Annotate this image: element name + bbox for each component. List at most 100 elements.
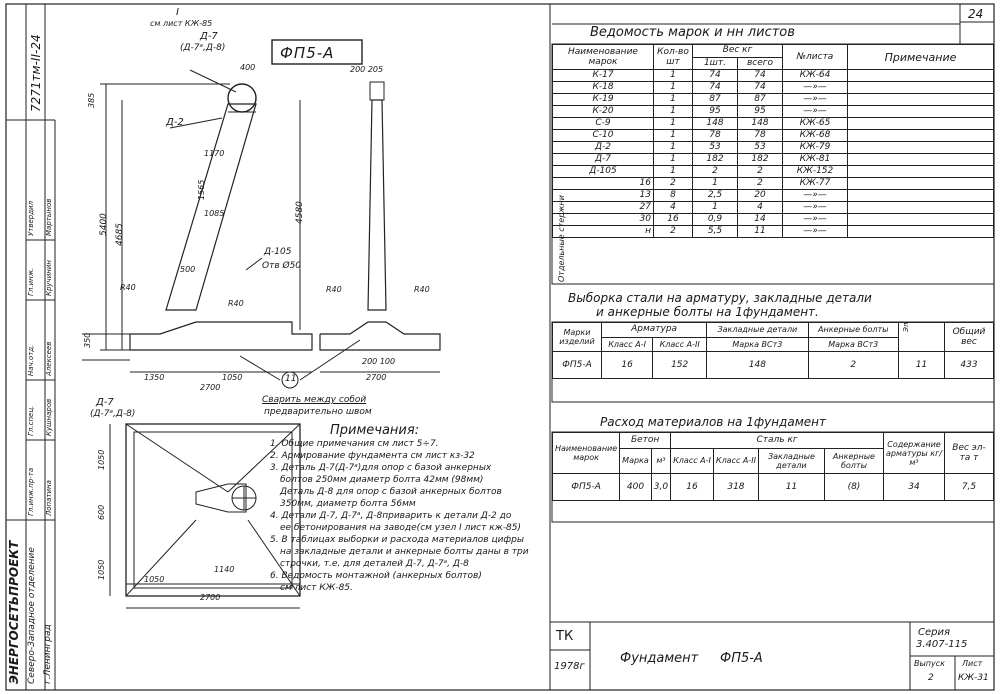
cell: 2 [807,351,899,379]
col-header-weight: Вес кг [692,44,783,58]
stamp-name: Мартынов [45,198,53,236]
note-line: 5. В таблицах выборки и расхода материал… [270,535,524,545]
col-header-anchor: Анкерные болты [807,322,899,338]
cell: КЖ-152 [782,165,848,178]
note-line: 350мм, диаметр болта 56мм [280,499,416,509]
cell: 11 [737,225,783,238]
cell: 1 [653,81,693,94]
cell: К-17 [552,69,654,82]
cell: С-9 [552,117,654,130]
cell: —»— [782,225,848,238]
title-block-series-label: Серия [918,627,950,638]
col-header-sheet: №листа [782,44,848,70]
col-header-total: всего [737,56,783,70]
cell: 16 [600,351,654,379]
cell: ФП5-А [551,473,621,501]
stamp-name: Кручинин [45,260,53,296]
cell: н [552,225,654,238]
dim-r40-section-l: R40 [326,285,342,294]
cell: 4 [737,201,783,214]
notes-list: 1. Общие примечания см лист 5÷7. 2. Арми… [270,440,548,596]
sub-header: Марка [619,447,652,475]
cell: 4 [653,201,693,214]
cell: К-18 [552,81,654,94]
dim-r40-section-r: R40 [414,285,430,294]
ref-roman: I [176,7,179,18]
dim-2700: 2700 [200,383,221,392]
note-line: 3. Деталь Д-7(Д-7ᵃ)для опор с базой анке… [270,463,492,473]
cell: Д-105 [552,165,654,178]
stamp-city: г.Ленинград [43,624,53,684]
stamp-role: Гл.инж. [27,267,35,296]
col-header-concrete: Бетон [619,432,672,449]
cell [847,189,994,202]
cell: 16 [653,213,693,226]
note-line: болтов 250мм диаметр болта 42мм (98мм) [280,475,484,485]
cell: КЖ-65 [782,117,848,130]
cell: —»— [782,189,848,202]
title-block-series: 3.407-115 [916,639,968,650]
detail-d7-label: Д-7 [200,31,218,42]
stamp-name: Алексеев [45,341,53,376]
dim-r40-left: R40 [120,283,136,292]
cell: КЖ-79 [782,141,848,154]
cell: 16 [670,473,714,501]
cell: 148 [706,351,809,379]
cell: 2 [653,225,693,238]
cell: 74 [737,69,783,82]
dim-1170: 1170 [204,149,225,158]
title-block-code: ТК [556,629,574,644]
dim-400: 400 [240,63,256,72]
sub-header: Класс А-I [600,336,654,352]
col-header-mark: Марки изделий [552,322,602,352]
cell: 1 [653,129,693,142]
note-line: на закладные детали и анкерные болты дан… [280,547,529,557]
stamp-role: Гл.спец. [27,405,35,436]
cell: 20 [737,189,783,202]
col-header-qty: Кол-во шт [653,44,693,70]
table-row: Класс А-I Класс А-II Марка ВСт3 Марка ВС… [553,336,994,352]
steel-title-2: и анкерные болты на 1фундамент. [596,305,819,319]
stamp-role: Нач.отд. [27,344,35,376]
cell: 8 [653,189,693,202]
dim-1050: 1050 [222,373,243,382]
cell: 53 [737,141,783,154]
consumption-table: Наименование марок Бетон Сталь кг Содерж… [551,432,994,501]
cell: 1 [653,117,693,130]
cell: 78 [737,129,783,142]
plan-sub-label: (Д-7ᵃ,Д-8) [90,409,136,419]
schedule-subheader-row: 1шт. всего [553,56,994,70]
col-header-name: Наименование марок [552,44,654,70]
cell: 95 [692,105,738,118]
plan-dim-1140: 1140 [214,565,235,574]
title-block-year: 1978г [554,661,585,672]
col-header-embedded: Закладные детали [706,322,809,338]
col-header-rebar-content: Содержание арматуры кг/м³ [883,432,945,474]
sub-header: Класс А-I [670,447,714,475]
dim-350: 350 [83,332,92,348]
title-block-sheet: КЖ-31 [958,673,989,683]
cell: 1 [692,177,738,190]
plan-label: Д-7 [96,397,114,408]
cell: 11 [897,351,946,379]
cell: 1 [653,141,693,154]
cell: 1 [653,165,693,178]
note-line: 4. Детали Д-7, Д-7ᵃ, Д-8приварить к дета… [270,511,512,521]
cell [847,177,994,190]
cell: 13 [552,189,654,202]
stamp-org: ЭНЕРГОСЕТЬПРОЕКТ [7,540,21,684]
stamp-name: Кушнаров [45,398,53,436]
cell: К-19 [552,93,654,106]
notes-heading: Примечания: [330,423,420,438]
cell: 1 [653,105,693,118]
dim-1085: 1085 [204,209,225,218]
detail-d7-sub-label: (Д-7ᵃ,Д-8) [180,43,226,53]
dim-r40-right: R40 [228,299,244,308]
cell: 152 [652,351,708,379]
